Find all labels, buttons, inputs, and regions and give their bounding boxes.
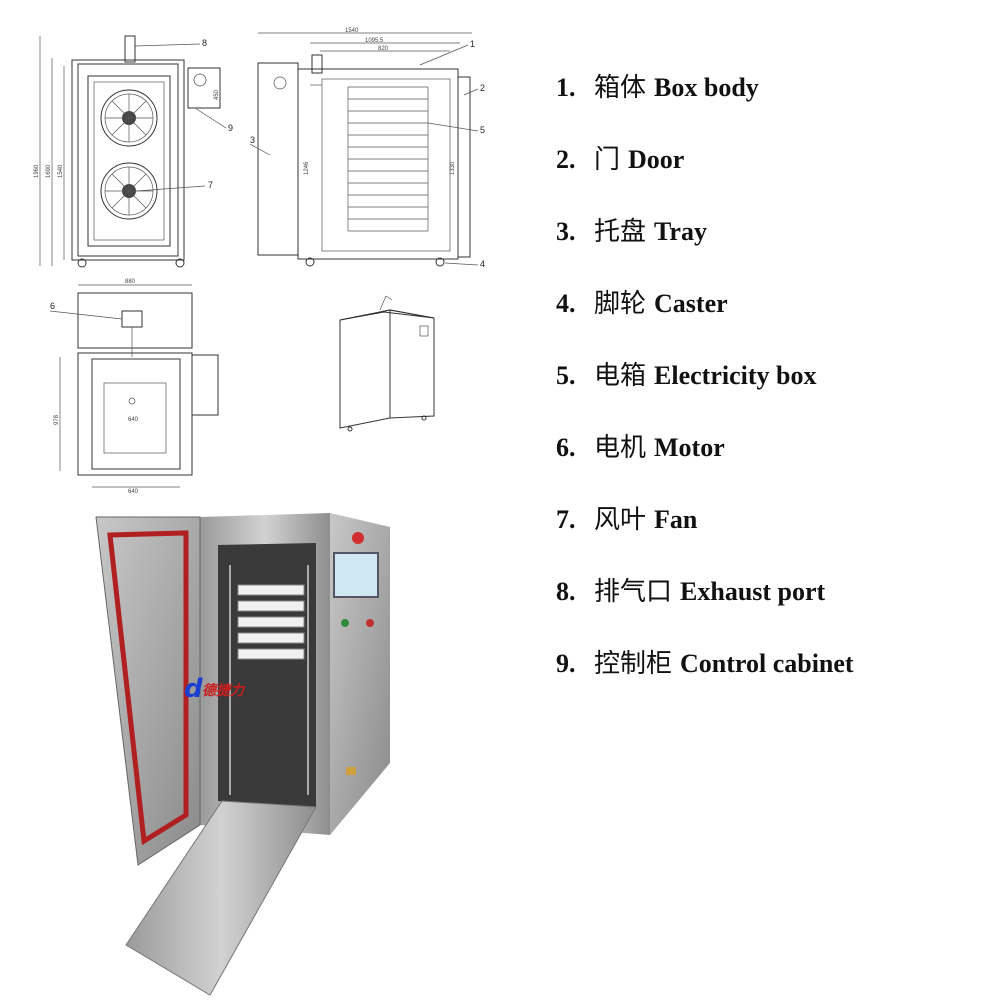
front-view-drawing: 1960 1690 1540 8 7 450 9 [34, 35, 233, 268]
dim-bottom-width: 640 [128, 489, 139, 495]
dim-door-height: 1330 [450, 161, 456, 175]
dim-height-total: 1960 [34, 164, 40, 178]
dim-top-depth: 978 [54, 414, 60, 425]
photo-tray-rack [229, 565, 309, 795]
svg-text:d: d [184, 674, 203, 704]
product-photo: d 德捷力 [95, 513, 390, 996]
dim-width-tray: 820 [378, 46, 389, 52]
dim-width-total: 1540 [345, 28, 359, 34]
dim-height-mid: 1690 [46, 164, 52, 178]
dim-height-door: 1540 [58, 164, 64, 178]
callout-8: 8 [202, 38, 207, 48]
callout-5: 3 [250, 135, 255, 145]
callout-4: 4 [480, 259, 485, 269]
side-view-drawing: 1540 1095.5 820 3 1246 1330 1 2 5 4 [250, 28, 485, 269]
brand-logo: d 德捷力 [184, 674, 246, 704]
svg-text:德捷力: 德捷力 [202, 682, 246, 699]
dim-cabinet: 450 [214, 89, 220, 100]
fan-upper [100, 89, 158, 147]
dim-width-inner: 1095.5 [365, 38, 384, 44]
dim-top-width: 880 [125, 279, 136, 285]
fan-lower [100, 162, 158, 220]
dim-tray-height: 1246 [304, 161, 310, 175]
callout-3: 5 [480, 125, 485, 135]
callout-9: 9 [228, 123, 233, 133]
callout-7: 7 [208, 180, 213, 190]
top-view-drawing: 880 6 640 978 640 [49, 279, 219, 495]
tray-stack [347, 86, 429, 232]
callout-1: 1 [470, 39, 475, 49]
callout-6: 6 [50, 301, 55, 311]
callout-2: 2 [480, 83, 485, 93]
isometric-view-drawing [339, 295, 435, 432]
dim-inner-width: 640 [128, 417, 139, 423]
